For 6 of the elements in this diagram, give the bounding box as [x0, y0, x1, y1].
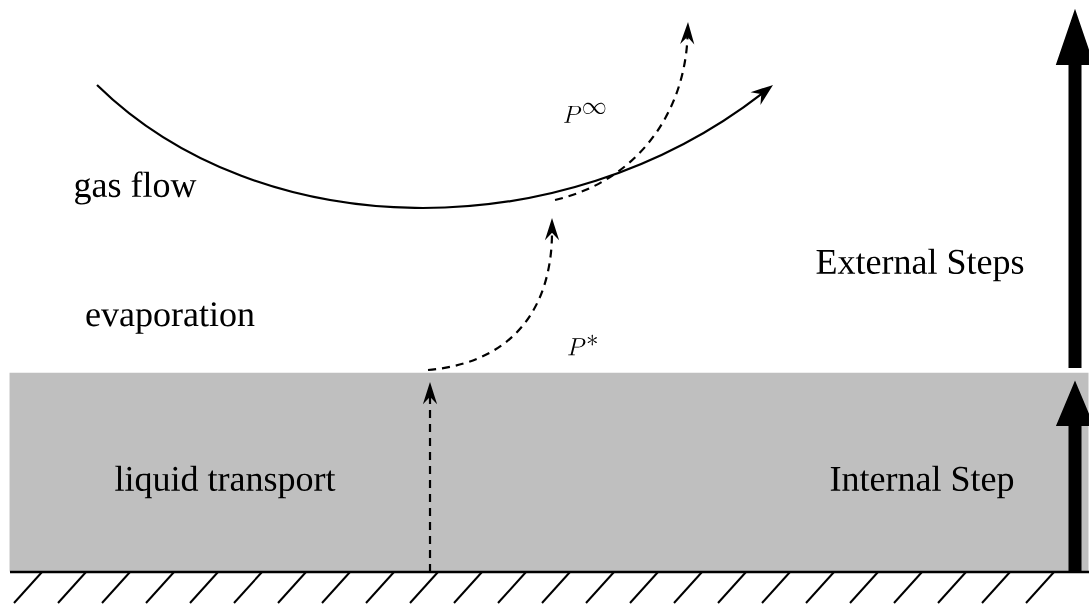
process-label: evaporation [86, 302, 255, 334]
step-label: External Steps [816, 248, 1024, 282]
liquid-layer: liquid transport Internal Step [9, 372, 1089, 572]
pressure-label: $P^{*}$ [568, 334, 597, 356]
flow-label: gas flow [75, 171, 197, 205]
pressure-label: $P^{\infty}$ [563, 102, 606, 123]
